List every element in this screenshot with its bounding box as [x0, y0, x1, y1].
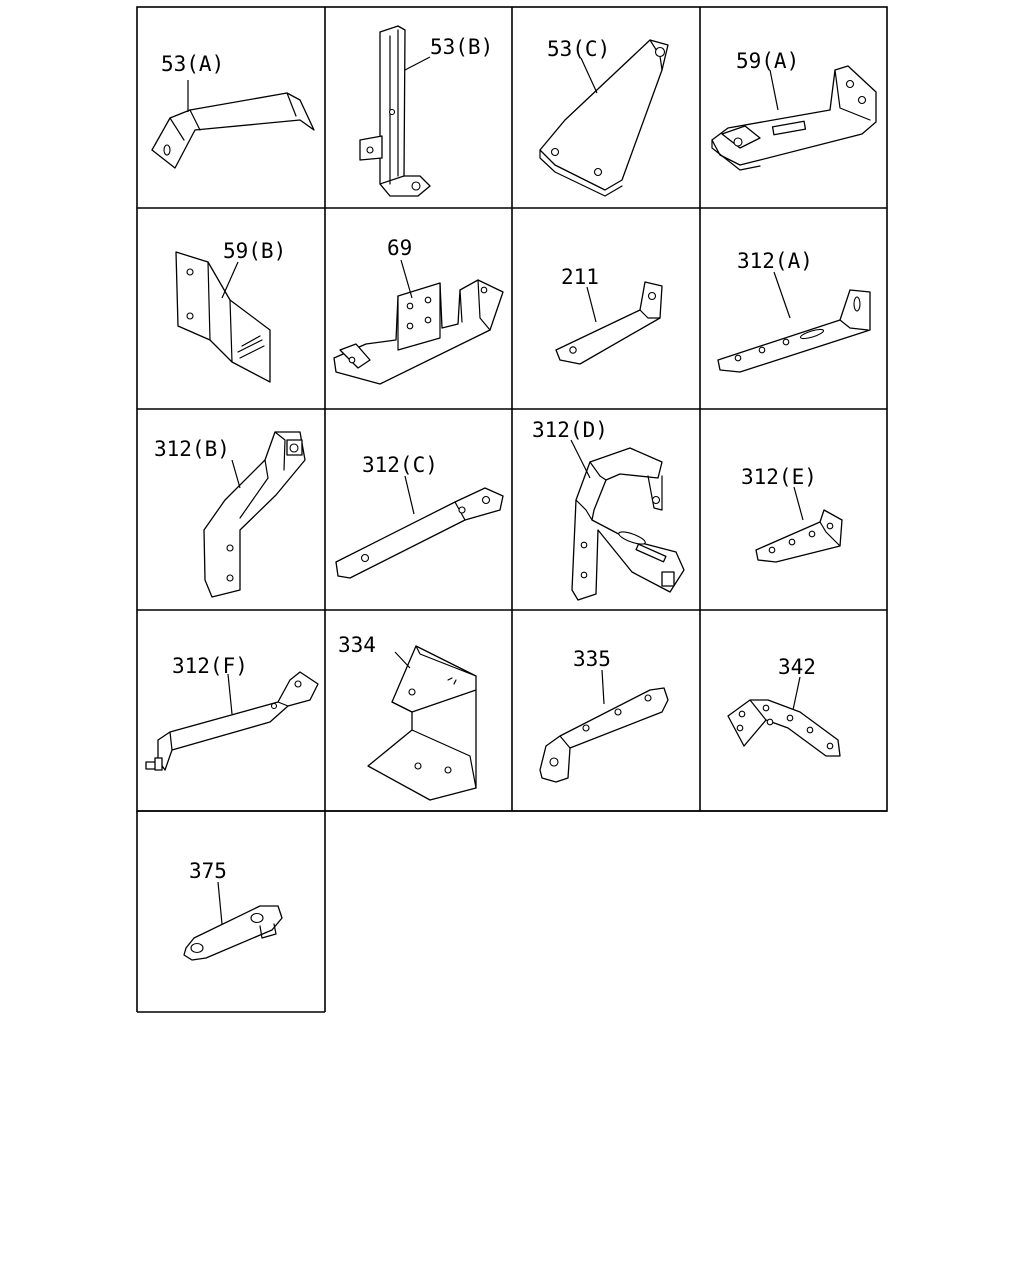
bracket-375-drawing — [183, 905, 283, 961]
bracket-335-drawing — [539, 687, 669, 783]
part-label-334: 334 — [338, 633, 376, 657]
part-label-59b: 59(B) — [223, 239, 286, 263]
part-cell-53a: 53(A) — [151, 52, 315, 169]
part-cell-312b: 312(B) — [154, 431, 306, 598]
bracket-334-drawing — [367, 645, 477, 801]
part-cell-211: 211 — [555, 265, 663, 365]
part-cell-59b: 59(B) — [175, 239, 286, 383]
bracket-342-drawing — [727, 699, 841, 757]
grid-frame — [136, 6, 888, 1013]
bracket-312e-drawing — [755, 509, 843, 563]
part-label-53b: 53(B) — [430, 35, 493, 59]
part-cell-334: 334 — [338, 633, 477, 801]
bracket-312c-drawing — [335, 487, 504, 579]
part-label-312e: 312(E) — [741, 465, 817, 489]
part-label-375: 375 — [189, 859, 227, 883]
part-cell-312f: 312(F) — [145, 654, 319, 771]
part-label-53a: 53(A) — [161, 52, 224, 76]
part-label-312b: 312(B) — [154, 437, 230, 461]
bracket-211-drawing — [555, 281, 663, 365]
bracket-312a-drawing — [717, 289, 871, 373]
bracket-312f-drawing — [145, 671, 319, 771]
bracket-53b-drawing — [359, 25, 431, 197]
part-cell-312a: 312(A) — [717, 249, 871, 373]
part-cell-53b: 53(B) — [359, 25, 493, 197]
part-label-211: 211 — [561, 265, 599, 289]
part-label-342: 342 — [778, 655, 816, 679]
part-label-53c: 53(C) — [547, 37, 610, 61]
part-cell-59a: 59(A) — [711, 49, 877, 171]
part-cell-375: 375 — [183, 859, 283, 961]
part-label-312f: 312(F) — [172, 654, 248, 678]
part-cell-312d: 312(D) — [532, 418, 685, 601]
part-label-59a: 59(A) — [736, 49, 799, 73]
part-cell-69: 69 — [333, 236, 504, 385]
bracket-312b-drawing — [203, 431, 306, 598]
part-cell-342: 342 — [727, 655, 841, 757]
part-label-312c: 312(C) — [362, 453, 438, 477]
part-label-335: 335 — [573, 647, 611, 671]
part-label-69: 69 — [387, 236, 412, 260]
part-cell-335: 335 — [539, 647, 669, 783]
bracket-53a-drawing — [151, 92, 315, 169]
part-label-312a: 312(A) — [737, 249, 813, 273]
part-cell-312e: 312(E) — [741, 465, 843, 563]
part-cell-312c: 312(C) — [335, 453, 504, 579]
bracket-69-drawing — [333, 279, 504, 385]
bracket-59b-drawing — [175, 251, 271, 383]
part-cell-53c: 53(C) — [539, 37, 669, 197]
bracket-59a-drawing — [711, 65, 877, 171]
bracket-312d-drawing — [571, 447, 685, 601]
part-label-312d: 312(D) — [532, 418, 608, 442]
bracket-53c-drawing — [539, 39, 669, 197]
